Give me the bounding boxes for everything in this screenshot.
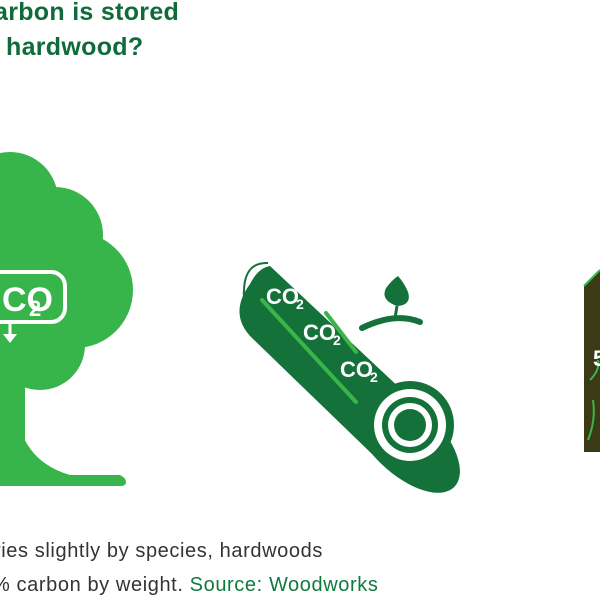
log-co2-subscript-1: 2 bbox=[296, 296, 304, 312]
caption-line-2-text: % carbon by weight. bbox=[0, 574, 190, 596]
source-link[interactable]: Source: Woodworks bbox=[189, 574, 379, 596]
tree-icon: CO 2 bbox=[0, 152, 133, 486]
title-line-1: arbon is stored bbox=[0, 0, 180, 26]
log-co2-label-1: CO bbox=[266, 284, 299, 309]
log-co2-label-3: CO bbox=[340, 357, 373, 382]
page-title: arbon is stored hardwood? bbox=[0, 0, 600, 70]
log-co2-subscript-2: 2 bbox=[333, 332, 341, 348]
tree-co2-subscript: 2 bbox=[29, 296, 41, 321]
wood-block-label: 5 bbox=[593, 346, 600, 371]
caption-line-2: % carbon by weight. Source: Woodworks bbox=[0, 568, 378, 602]
wood-block-icon: 5 bbox=[583, 269, 600, 452]
log-co2-subscript-3: 2 bbox=[370, 369, 378, 385]
caption-line-1: ries slightly by species, hardwoods bbox=[0, 540, 323, 562]
log-icon: CO 2 CO 2 CO 2 bbox=[239, 261, 460, 493]
tree-co2-label: CO bbox=[2, 281, 53, 319]
log-co2-label-2: CO bbox=[303, 320, 336, 345]
title-line-2: hardwood? bbox=[6, 33, 144, 61]
